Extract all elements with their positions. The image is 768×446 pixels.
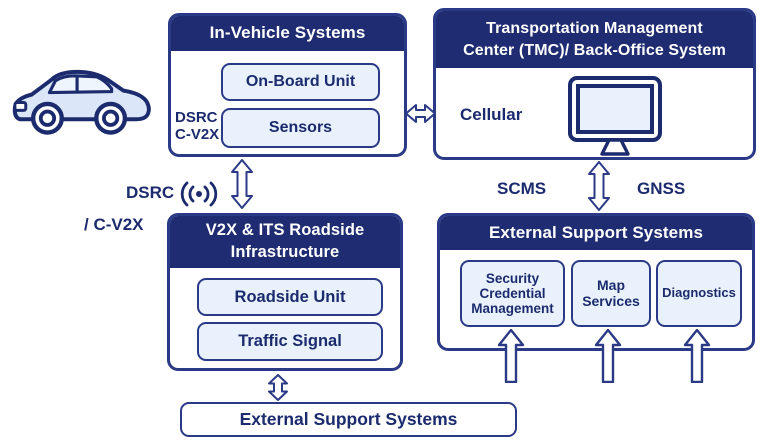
car-icon [8, 56, 156, 143]
cellular-label: Cellular [460, 105, 523, 124]
traffic-signal-chip: Traffic Signal [197, 322, 383, 361]
diagnostics-up-arrow [683, 329, 711, 383]
vehicle-tmc-arrow [405, 101, 436, 126]
sensors-chip: Sensors [221, 108, 380, 148]
security-credential-chip: Security Credential Management [460, 260, 565, 327]
map-up-arrow [594, 329, 622, 383]
tmc-title: Transportation Management Center (TMC)/ … [436, 11, 753, 68]
scm-up-arrow [497, 329, 525, 383]
radio-waves-icon [179, 180, 219, 208]
roadside-unit-chip: Roadside Unit [197, 278, 383, 316]
on-board-unit-chip: On-Board Unit [221, 63, 380, 101]
tmc-panel: Transportation Management Center (TMC)/ … [433, 8, 756, 160]
roadside-external-arrow [267, 374, 289, 401]
external-support-panel: External Support Systems Security Creden… [437, 213, 755, 351]
external-support-title: External Support Systems [440, 216, 752, 250]
gnss-label: GNSS [637, 179, 686, 198]
roadside-title: V2X & ITS Roadside Infrastructure [170, 216, 400, 268]
in-vehicle-systems-title: In-Vehicle Systems [171, 16, 404, 51]
in-vehicle-systems-panel: In-Vehicle Systems On-Board Unit Sensors… [168, 13, 407, 157]
map-services-chip: Map Services [571, 260, 651, 327]
external-support-bottom-title: External Support Systems [239, 409, 458, 429]
tmc-external-arrow [587, 161, 611, 211]
roadside-infrastructure-panel: V2X & ITS Roadside Infrastructure Roadsi… [167, 213, 403, 371]
external-support-bottom-box: External Support Systems [180, 402, 517, 437]
dsrc-label: DSRC [126, 183, 175, 202]
dsrc-cv2x-side-label: DSRC C-V2X [175, 109, 220, 144]
diagnostics-chip: Diagnostics [656, 260, 742, 327]
cv2x-label: / C-V2X [84, 215, 144, 234]
scms-label: SCMS [497, 179, 547, 198]
monitor-icon [565, 74, 665, 157]
vehicle-roadside-arrow [230, 159, 254, 209]
